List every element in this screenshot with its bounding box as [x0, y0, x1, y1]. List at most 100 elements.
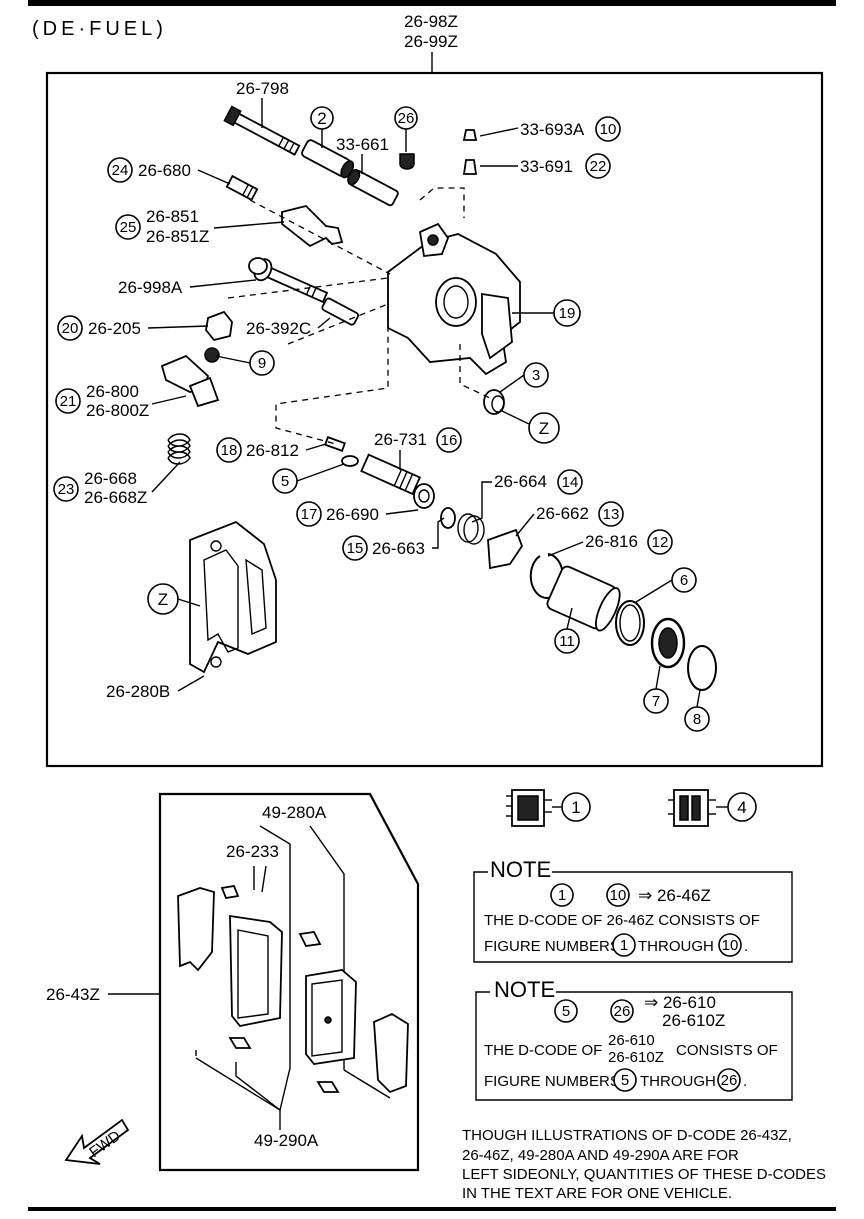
label-26-998A[interactable]: 26-998A: [118, 278, 183, 297]
callout-4[interactable]: 4: [727, 792, 757, 822]
callout-10[interactable]: 10: [595, 116, 621, 142]
footnote: THOUGH ILLUSTRATIONS OF D-CODE 26-43Z, 2…: [462, 1127, 826, 1202]
note1-arrow-code: ⇒ 26-46Z: [638, 886, 711, 905]
label-26-851Z[interactable]: 26-851Z: [146, 227, 209, 246]
label-26-43Z[interactable]: 26-43Z: [46, 985, 100, 1004]
callout-26-98Z[interactable]: 26-98Z: [404, 12, 458, 31]
callout-7[interactable]: 7: [643, 688, 669, 714]
callout-1[interactable]: 1: [561, 792, 591, 822]
callout-26[interactable]: 26: [394, 106, 418, 130]
note1-title: NOTE: [490, 857, 551, 882]
note2-title: NOTE: [494, 977, 555, 1002]
label-26-662[interactable]: 26-662: [536, 504, 589, 523]
label-26-233[interactable]: 26-233: [226, 842, 279, 861]
svg-text:IN THE TEXT ARE FOR ONE VEHICL: IN THE TEXT ARE FOR ONE VEHICLE.: [462, 1185, 732, 1202]
svg-text:26-46Z, 49-280A AND 49-290A AR: 26-46Z, 49-280A AND 49-290A ARE FOR: [462, 1147, 739, 1164]
note2-line2b: CONSISTS OF: [676, 1042, 778, 1059]
svg-text:17: 17: [301, 506, 318, 523]
callout-3[interactable]: 3: [523, 362, 549, 388]
label-26-205[interactable]: 26-205: [88, 319, 141, 338]
label-26-800Z[interactable]: 26-800Z: [86, 401, 149, 420]
pad-icon-1: [506, 789, 552, 827]
svg-text:24: 24: [112, 162, 129, 179]
note2-arrow-code-2: 26-610Z: [662, 1011, 725, 1030]
callout-11[interactable]: 11: [554, 628, 580, 654]
callout-6[interactable]: 6: [671, 567, 697, 593]
callout-z-lower[interactable]: Z: [147, 583, 179, 615]
label-26-816[interactable]: 26-816: [585, 532, 638, 551]
page-title: (DE·FUEL): [32, 18, 167, 40]
label-26-690[interactable]: 26-690: [326, 505, 379, 524]
note2-line2-code2: 26-610Z: [608, 1049, 664, 1066]
svg-text:10: 10: [722, 937, 739, 954]
svg-text:1: 1: [620, 937, 628, 954]
svg-text:2: 2: [317, 109, 326, 128]
svg-text:10: 10: [600, 121, 617, 138]
callout-9[interactable]: 9: [249, 350, 275, 376]
callout-13[interactable]: 13: [598, 501, 624, 527]
label-26-800[interactable]: 26-800: [86, 382, 139, 401]
svg-text:13: 13: [603, 506, 620, 523]
svg-text:5: 5: [562, 1003, 570, 1020]
note2-line3b: THROUGH: [640, 1073, 716, 1090]
svg-text:9: 9: [258, 355, 266, 372]
label-26-680[interactable]: 26-680: [138, 161, 191, 180]
callout-16[interactable]: 16: [436, 427, 462, 453]
callout-14[interactable]: 14: [557, 469, 583, 495]
label-26-280B[interactable]: 26-280B: [106, 682, 170, 701]
note2-line2a: THE D-CODE OF: [484, 1042, 602, 1059]
label-26-851[interactable]: 26-851: [146, 207, 199, 226]
svg-text:8: 8: [693, 711, 701, 728]
caliper-frame: [45, 71, 824, 768]
svg-text:5: 5: [281, 473, 289, 490]
note2-line2-code1: 26-610: [608, 1032, 655, 1049]
callout-19[interactable]: 19: [553, 299, 581, 327]
svg-text:Z: Z: [539, 419, 549, 438]
label-26-392C[interactable]: 26-392C: [246, 319, 311, 338]
callout-25[interactable]: 25: [115, 214, 141, 240]
note-box-2: NOTE 5 26 ⇒ 26-610 26-610Z THE D-CODE OF…: [475, 977, 793, 1101]
label-26-664[interactable]: 26-664: [494, 472, 547, 491]
note1-line3b: THROUGH: [638, 938, 714, 955]
svg-text:12: 12: [652, 534, 669, 551]
svg-text:1: 1: [558, 887, 566, 904]
label-33-661[interactable]: 33-661: [336, 135, 389, 154]
label-26-798[interactable]: 26-798: [236, 79, 289, 98]
callout-z-upper[interactable]: Z: [528, 412, 560, 444]
callout-15[interactable]: 15: [342, 535, 368, 561]
svg-text:THOUGH ILLUSTRATIONS OF D-CODE: THOUGH ILLUSTRATIONS OF D-CODE 26-43Z,: [462, 1127, 792, 1144]
callout-2[interactable]: 2: [310, 106, 334, 130]
label-26-663[interactable]: 26-663: [372, 539, 425, 558]
svg-text:22: 22: [590, 158, 607, 175]
svg-text:26: 26: [721, 1072, 738, 1089]
callout-21[interactable]: 21: [55, 388, 81, 414]
svg-text:19: 19: [559, 305, 576, 322]
callout-22[interactable]: 22: [585, 153, 611, 179]
label-33-693A[interactable]: 33-693A: [520, 120, 585, 139]
callout-12[interactable]: 12: [647, 529, 673, 555]
note1-line2: THE D-CODE OF 26-46Z CONSISTS OF: [484, 912, 760, 929]
svg-text:25: 25: [120, 219, 137, 236]
label-26-668Z[interactable]: 26-668Z: [84, 488, 147, 507]
callout-18[interactable]: 18: [216, 437, 242, 463]
label-26-668[interactable]: 26-668: [84, 469, 137, 488]
svg-text:23: 23: [58, 481, 75, 498]
callout-5-upper[interactable]: 5: [272, 468, 298, 494]
callout-23[interactable]: 23: [53, 476, 79, 502]
svg-text:.: .: [744, 938, 748, 955]
label-49-280A[interactable]: 49-280A: [262, 803, 327, 822]
label-33-691[interactable]: 33-691: [520, 157, 573, 176]
svg-text:7: 7: [652, 693, 660, 710]
callout-17[interactable]: 17: [296, 501, 322, 527]
svg-text:21: 21: [60, 393, 77, 410]
label-26-812[interactable]: 26-812: [246, 441, 299, 460]
label-26-731[interactable]: 26-731: [374, 430, 427, 449]
callout-8[interactable]: 8: [684, 706, 710, 732]
svg-text:18: 18: [221, 442, 238, 459]
svg-text:3: 3: [532, 367, 540, 384]
note2-line3a: FIGURE NUMBERS: [484, 1073, 620, 1090]
callout-20[interactable]: 20: [57, 315, 83, 341]
callout-24[interactable]: 24: [107, 157, 133, 183]
label-49-290A[interactable]: 49-290A: [254, 1131, 319, 1150]
callout-26-99Z[interactable]: 26-99Z: [404, 32, 458, 51]
